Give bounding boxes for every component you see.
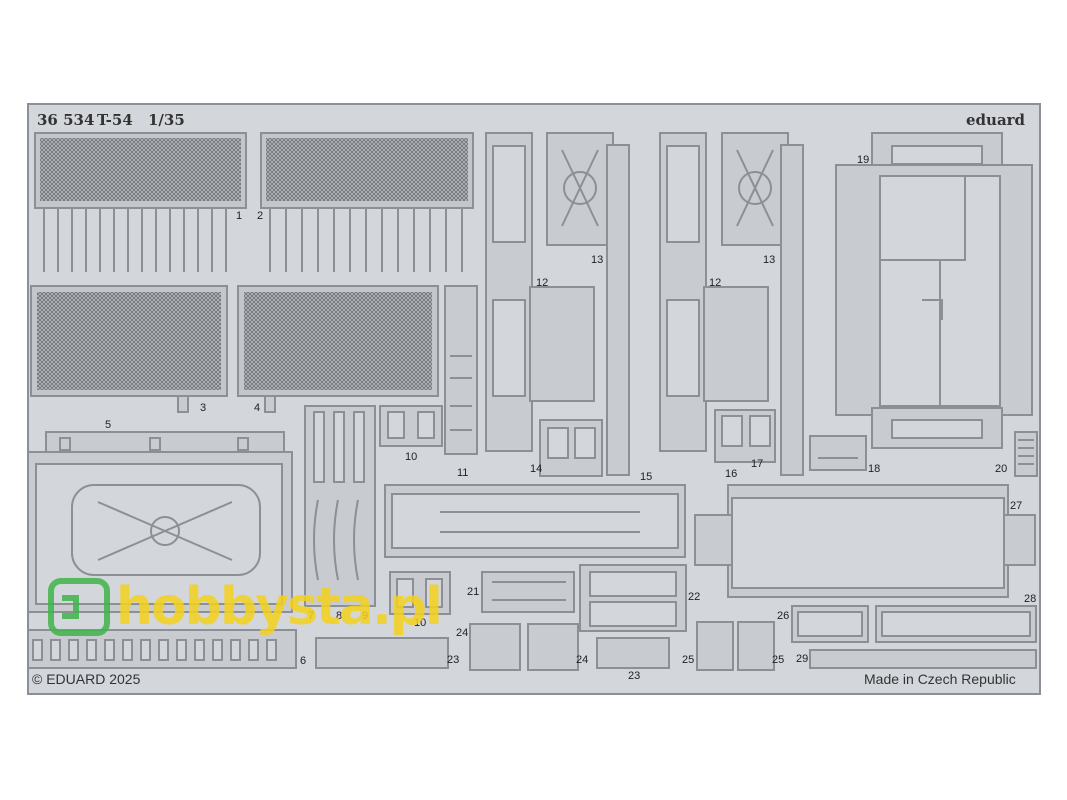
part-10-upper	[379, 405, 443, 447]
part-number-17: 17	[751, 458, 764, 470]
copyright-text: © EDUARD 2025	[32, 671, 141, 687]
part-number-13-right: 13	[763, 254, 776, 266]
part-15-rail	[606, 144, 630, 476]
part-24-right	[527, 623, 579, 671]
part-number-12-right: 12	[709, 277, 722, 289]
part-15-box	[384, 484, 686, 558]
part-27-box	[694, 484, 1036, 598]
part-number-26: 26	[777, 610, 790, 622]
kit-scale: 1/35	[148, 111, 185, 129]
part-number-10-lower: 10	[414, 617, 427, 629]
part-number-19: 19	[857, 154, 870, 166]
part-3-grille	[30, 285, 228, 413]
part-26	[791, 605, 869, 643]
parts-7-9-straps	[304, 405, 376, 607]
part-number-23-right: 23	[628, 670, 641, 682]
part-29-strip	[809, 649, 1037, 669]
part-number-22: 22	[688, 591, 701, 603]
part-13-right	[721, 132, 789, 246]
part-number-6: 6	[300, 655, 307, 667]
part-number-8: 8	[336, 610, 343, 622]
part-number-13-left: 13	[591, 254, 604, 266]
part-13-left	[546, 132, 614, 246]
part-25-right	[737, 621, 775, 671]
part-number-24-right: 24	[576, 654, 589, 666]
part-21	[481, 571, 575, 613]
part-number-7: 7	[308, 610, 315, 622]
part-number-29: 29	[796, 653, 809, 665]
kit-model: T-54	[97, 111, 133, 129]
part-number-3: 3	[200, 402, 207, 414]
parts-16-17	[714, 409, 776, 463]
part-10-lower	[389, 571, 451, 615]
part-number-2: 2	[257, 210, 264, 222]
part-23-right	[596, 637, 670, 669]
part-4-grille	[237, 285, 439, 413]
part-number-25-left: 25	[682, 654, 695, 666]
hobbysta-watermark: hobbysta.pl	[48, 572, 443, 642]
part-1-grille	[34, 132, 247, 272]
part-11-bar	[444, 285, 478, 455]
kit-code: 36 534	[37, 111, 95, 129]
part-number-25-right: 25	[772, 654, 785, 666]
part-24-left	[469, 623, 521, 671]
part-number-20: 20	[995, 463, 1008, 475]
part-2-grille	[260, 132, 474, 272]
part-5-cover	[27, 431, 293, 613]
part-number-18: 18	[868, 463, 881, 475]
origin-text: Made in Czech Republic	[864, 671, 1016, 687]
part-22	[579, 564, 687, 632]
part-number-4: 4	[254, 402, 261, 414]
part-number-9: 9	[362, 610, 369, 622]
part-number-16: 16	[725, 468, 738, 480]
part-12-left	[485, 132, 595, 452]
part-number-1: 1	[236, 210, 243, 222]
part-18	[809, 435, 867, 471]
part-number-11: 11	[457, 467, 469, 479]
part-number-28: 28	[1024, 593, 1037, 605]
part-6-strip	[27, 629, 297, 669]
part-19-plate	[835, 132, 1033, 449]
part-number-23-left: 23	[447, 654, 460, 666]
part-number-5: 5	[105, 419, 112, 431]
part-number-24-left: 24	[456, 627, 469, 639]
part-number-15: 15	[640, 471, 653, 483]
hobbysta-logo-icon	[48, 578, 110, 636]
part-number-12-left: 12	[536, 277, 549, 289]
part-rail-right	[780, 144, 804, 476]
part-14	[539, 419, 603, 477]
part-number-21: 21	[467, 586, 480, 598]
part-20	[1014, 431, 1038, 477]
part-23-left	[315, 637, 449, 669]
part-number-27: 27	[1010, 500, 1023, 512]
watermark-text: hobbysta.pl	[116, 577, 443, 637]
brand-logo: eduard	[966, 111, 1026, 129]
part-12-right	[659, 132, 769, 452]
part-number-10-upper: 10	[405, 451, 418, 463]
part-number-14: 14	[530, 463, 543, 475]
part-28	[875, 605, 1037, 643]
part-25-left	[696, 621, 734, 671]
